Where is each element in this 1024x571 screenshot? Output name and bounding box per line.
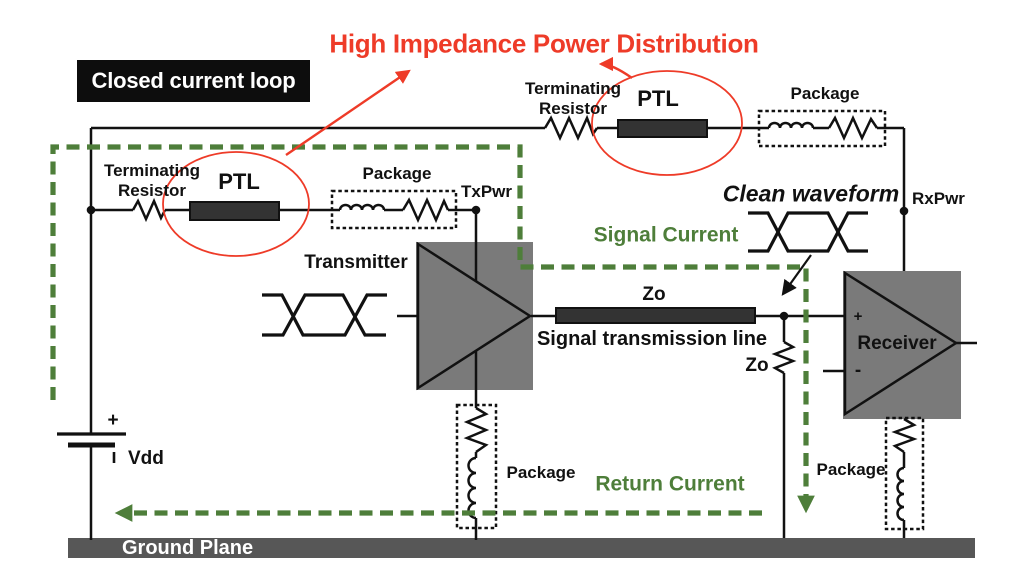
- highlight-ellipse-right: [591, 70, 743, 176]
- receiver-box: [843, 271, 961, 419]
- receiver-minus-input-label: -: [854, 359, 862, 381]
- ground-plane-label: Ground Plane: [122, 537, 254, 560]
- transmitter-label: Transmitter: [304, 251, 408, 273]
- closed-current-loop-badge: Closed current loop: [77, 60, 310, 102]
- signal-transmission-line-bar: [555, 307, 756, 324]
- package-label-receiver: Package: [816, 459, 886, 479]
- battery-symbol: [57, 432, 126, 463]
- receiver-label: Receiver: [857, 332, 937, 354]
- junction-dots: [86, 205, 909, 321]
- junction-pointer-arrow: [781, 254, 812, 296]
- ptl-bar-left: [189, 201, 280, 221]
- package-label-right: Package: [790, 83, 860, 103]
- eye-diagram-clean: [748, 211, 868, 253]
- wires: [89, 126, 977, 540]
- vdd-label: Vdd: [128, 447, 164, 469]
- signal-current-path: [50, 144, 815, 514]
- transmitter-triangle: [416, 241, 533, 391]
- rxpwr-node-label: RxPwr: [912, 188, 965, 208]
- terminating-resistor-label-right: Terminating Resistor: [524, 78, 622, 118]
- transmitter-box: [416, 242, 533, 390]
- resistor-symbols: [131, 114, 918, 454]
- eye-diagram-input: [262, 293, 387, 337]
- return-current-label: Return Current: [595, 472, 745, 496]
- diagram-title: High Impedance Power Distribution: [329, 28, 759, 59]
- ptl-label-left: PTL: [218, 169, 260, 195]
- red-arrow-short: [598, 56, 633, 79]
- ptl-label-right: PTL: [637, 86, 679, 112]
- package-label-transmitter: Package: [506, 462, 576, 482]
- highlight-ellipse-left: [162, 151, 310, 257]
- package-box-receiver: [884, 416, 925, 531]
- receiver-plus-input-label: +: [853, 308, 863, 326]
- signal-current-label: Signal Current: [593, 223, 739, 247]
- signal-transmission-line-label: Signal transmission line: [536, 328, 768, 351]
- package-label-left: Package: [362, 163, 432, 183]
- ptl-bar-right: [617, 119, 708, 138]
- zo-series-label: Zo: [642, 283, 666, 305]
- red-arrow-long: [285, 69, 411, 156]
- clean-waveform-label: Clean waveform: [722, 180, 900, 207]
- terminating-resistor-label-left: Terminating Resistor: [103, 160, 201, 200]
- battery-plus-label: +: [107, 409, 119, 431]
- package-box-right: [757, 109, 887, 148]
- ground-plane-bar: [68, 538, 975, 558]
- zo-termination-label: Zo: [745, 354, 769, 376]
- inductor-symbols: [338, 121, 905, 522]
- txpwr-node-label: TxPwr: [461, 181, 513, 201]
- receiver-triangle: [843, 270, 959, 417]
- package-box-left: [330, 189, 458, 230]
- package-box-transmitter: [455, 403, 498, 530]
